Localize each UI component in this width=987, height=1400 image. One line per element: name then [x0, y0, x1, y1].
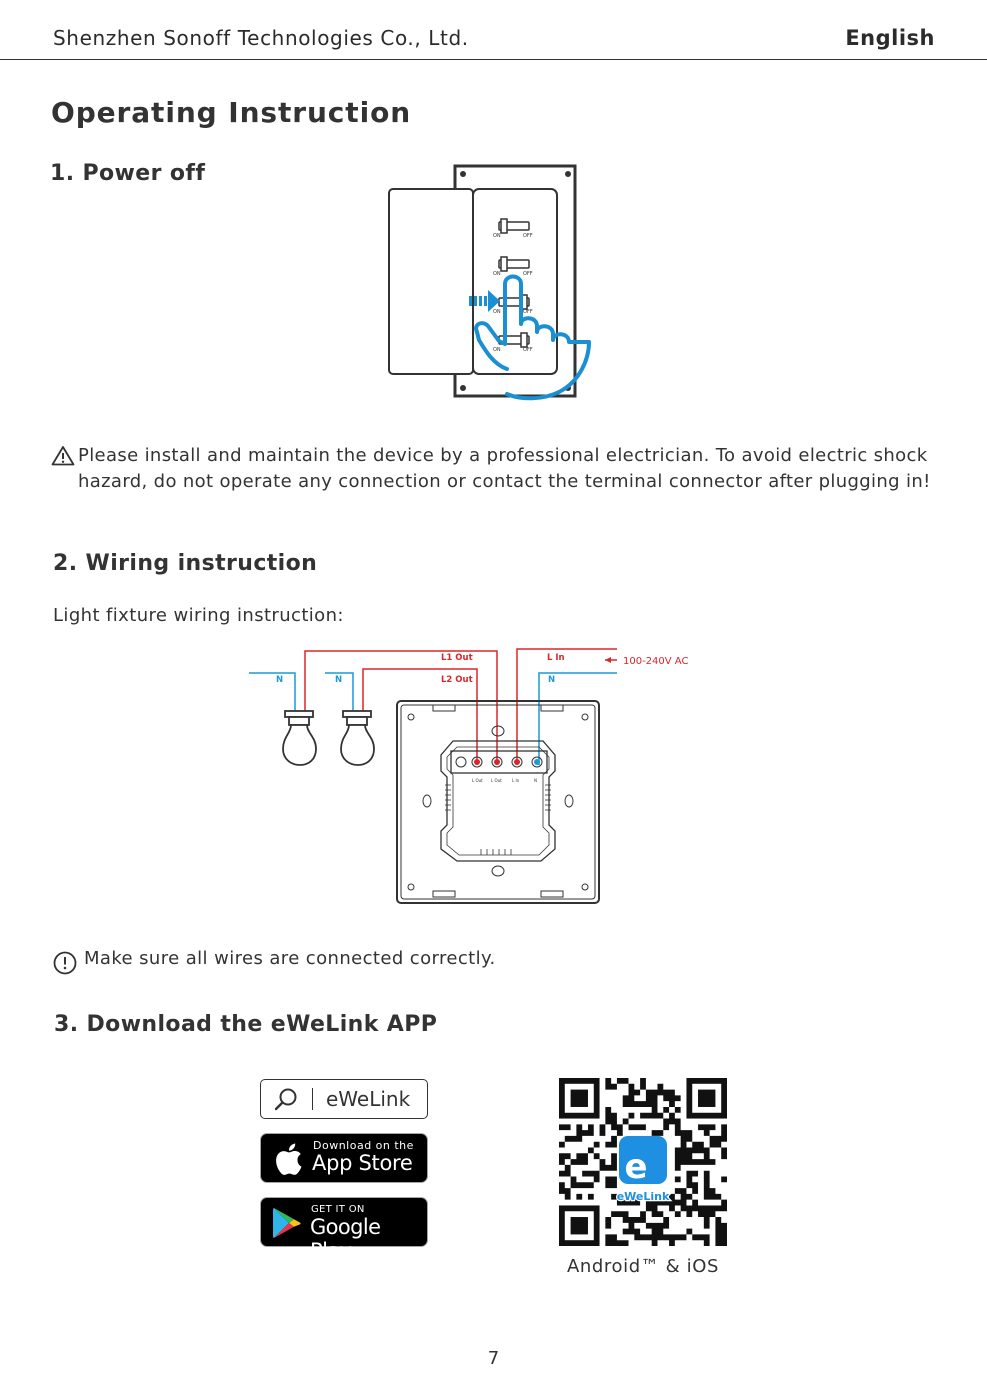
- ewelink-search-badge[interactable]: eWeLink: [260, 1079, 428, 1119]
- qr-logo-text: eWeLink: [617, 1190, 670, 1203]
- safety-warning: Please install and maintain the device b…: [78, 445, 931, 492]
- terminal-label-2: L Out: [491, 778, 502, 783]
- search-divider: [312, 1088, 313, 1110]
- label-n-left-1: N: [276, 675, 283, 685]
- google-play-big-text: Google Play: [310, 1215, 381, 1263]
- svg-text:e: e: [624, 1147, 647, 1187]
- breaker-1-on-label: ON: [493, 233, 501, 239]
- header-rule: [0, 59, 987, 60]
- app-store-big-text: App Store: [312, 1151, 413, 1175]
- breaker-3-off-label: OFF: [523, 309, 533, 315]
- bulb-2-icon: [340, 710, 375, 766]
- label-supply-voltage: 100-240V AC: [623, 656, 688, 667]
- terminal-label-4: N: [534, 778, 537, 783]
- breaker-2-off-label: OFF: [523, 271, 533, 277]
- page-number: 7: [487, 1348, 500, 1369]
- breaker-4-on-label: ON: [493, 347, 501, 353]
- label-n-right: N: [548, 675, 555, 685]
- qr-caption: Android™ & iOS: [566, 1256, 720, 1277]
- power-off-illustration: ON OFF ON OFF ON OFF ON OFF: [388, 164, 591, 401]
- breaker-1-off-label: OFF: [523, 233, 533, 239]
- switch-back-plate: [396, 700, 600, 904]
- label-n-left-2: N: [335, 675, 342, 685]
- apple-icon: [276, 1143, 302, 1175]
- section-download-heading: 3. Download the eWeLink APP: [54, 1012, 438, 1037]
- label-l2-out: L2 Out: [441, 675, 473, 685]
- app-store-button[interactable]: Download on the App Store: [260, 1133, 428, 1183]
- section-wiring-heading: 2. Wiring instruction: [53, 551, 318, 576]
- ewelink-logo-icon: [619, 1136, 667, 1184]
- header-language: English: [845, 26, 935, 50]
- section-power-off-heading: 1. Power off: [50, 161, 206, 186]
- google-play-icon: [273, 1208, 301, 1238]
- wiring-diagram: L1 Out L2 Out L In N N N 100-240V AC: [249, 648, 688, 904]
- terminal-label-1: L Out: [472, 778, 483, 783]
- breaker-3-on-label: ON: [493, 309, 501, 315]
- wiring-subheading: Light fixture wiring instruction:: [53, 605, 344, 626]
- wiring-note: Make sure all wires are connected correc…: [84, 948, 496, 969]
- header-company: Shenzhen Sonoff Technologies Co., Ltd.: [53, 26, 469, 50]
- search-app-name: eWeLink: [326, 1087, 411, 1111]
- direction-arrow-icon: [469, 290, 500, 312]
- terminal-label-3: L In: [512, 778, 520, 783]
- label-l1-out: L1 Out: [441, 653, 473, 663]
- page-title: Operating Instruction: [51, 96, 412, 129]
- label-l-in: L In: [547, 653, 565, 663]
- google-play-small-text: GET IT ON: [311, 1204, 365, 1215]
- search-icon: [274, 1088, 297, 1111]
- warning-icon: [51, 446, 75, 466]
- google-play-button[interactable]: GET IT ON Google Play: [260, 1197, 428, 1263]
- app-store-small-text: Download on the: [313, 1139, 414, 1152]
- breaker-2-on-label: ON: [493, 271, 501, 277]
- bulb-1-icon: [282, 710, 317, 766]
- info-icon: [53, 951, 77, 975]
- breaker-4-off-label: OFF: [523, 347, 533, 353]
- qr-code: e eWeLink: [559, 1078, 727, 1246]
- hand-icon: [474, 274, 591, 401]
